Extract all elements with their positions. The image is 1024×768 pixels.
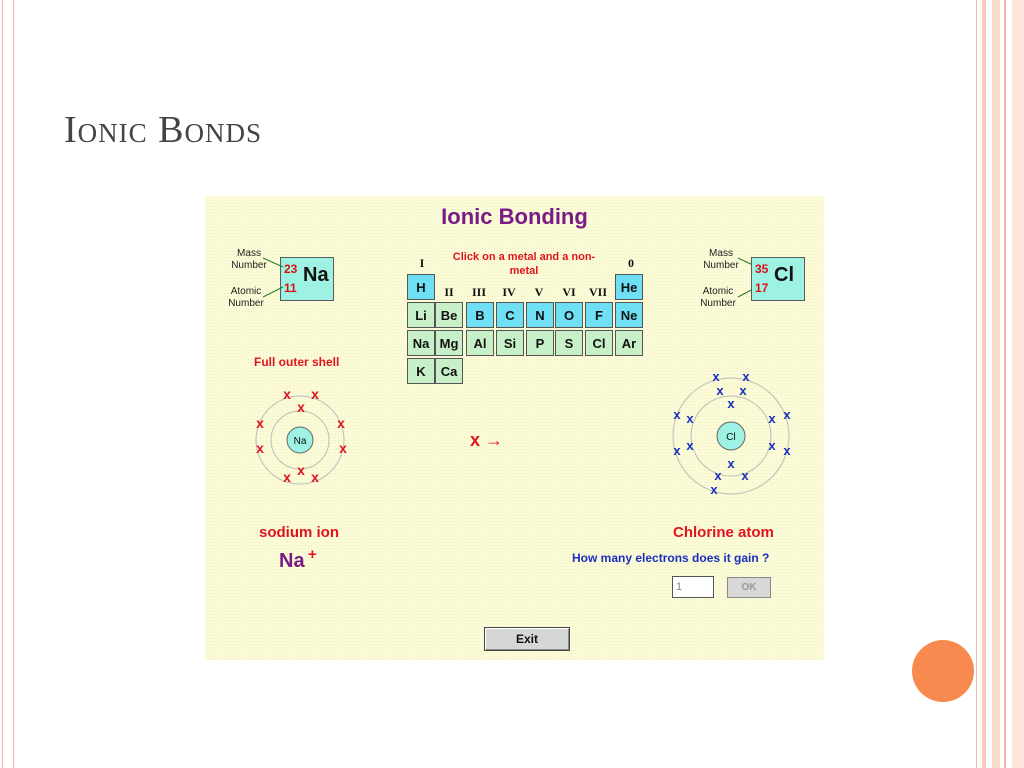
atomic-number-label-right: Atomic Number: [700, 286, 736, 309]
slide-right-border: [976, 0, 1024, 768]
electron-mark: x: [686, 411, 694, 426]
electron-gain-question: How many electrons does it gain ?: [572, 551, 770, 565]
ok-button[interactable]: OK: [727, 577, 771, 598]
slide-title: Ionic Bonds: [64, 109, 263, 151]
element-cell-ne[interactable]: Ne: [615, 302, 643, 328]
electron-mark: x: [727, 456, 735, 471]
ionic-bonding-app: Ionic Bonding Mass Number Atomic Number …: [205, 196, 824, 660]
sodium-ion-caption: sodium ion: [259, 524, 339, 541]
electron-mark: x: [297, 462, 305, 478]
element-cell-na[interactable]: Na: [407, 330, 435, 356]
mass-number: 23: [284, 262, 298, 276]
element-cell-cl[interactable]: Cl: [585, 330, 613, 356]
electron-mark: x: [739, 383, 747, 398]
group-label: III: [471, 285, 486, 299]
element-card-na: 23 11 Na: [280, 257, 334, 301]
slide-decoration-circle: [912, 640, 974, 702]
electron-mark: x: [283, 386, 291, 402]
mass-number-label-right: Mass Number: [703, 248, 739, 271]
group-label: 0: [628, 256, 634, 270]
electron-mark: x: [339, 440, 347, 456]
element-cell-al[interactable]: Al: [466, 330, 494, 356]
element-symbol: Na: [303, 264, 329, 286]
electron-mark: x: [311, 386, 319, 402]
mass-number: 35: [755, 262, 769, 276]
element-cell-li[interactable]: Li: [407, 302, 435, 328]
slide-left-border: [0, 0, 18, 768]
chlorine-atom-caption: Chlorine atom: [673, 524, 774, 541]
electron-mark: x: [311, 469, 319, 485]
electron-mark: x: [673, 443, 681, 458]
mass-number-label-left: Mass Number: [231, 248, 267, 271]
answer-input[interactable]: [672, 576, 714, 598]
element-symbol: Cl: [774, 264, 794, 286]
electron-mark: x: [686, 438, 694, 453]
electron-mark: x: [256, 415, 264, 431]
element-cell-mg[interactable]: Mg: [435, 330, 463, 356]
element-card-cl: 35 17 Cl: [751, 257, 805, 301]
ion-charge: +: [308, 546, 317, 563]
group-label: I: [419, 256, 425, 270]
electron-mark: x: [337, 415, 345, 431]
element-cell-ca[interactable]: Ca: [435, 358, 463, 384]
element-cell-o[interactable]: O: [555, 302, 583, 328]
element-cell-si[interactable]: Si: [496, 330, 524, 356]
electron-mark: x: [783, 407, 791, 422]
group-label: V: [534, 285, 544, 299]
electron-transfer-arrow: x →: [470, 430, 504, 450]
element-cell-he[interactable]: He: [615, 274, 643, 300]
group-label: IV: [502, 285, 516, 299]
element-cell-b[interactable]: B: [466, 302, 494, 328]
element-cell-c[interactable]: C: [496, 302, 524, 328]
group-label: VI: [562, 285, 576, 299]
instruction-text: Click on a metal and a non-metal: [452, 251, 596, 277]
electron-mark: x: [716, 383, 724, 398]
element-cell-p[interactable]: P: [526, 330, 554, 356]
element-cell-n[interactable]: N: [526, 302, 554, 328]
group-label: II: [444, 285, 454, 299]
element-cell-f[interactable]: F: [585, 302, 613, 328]
electron-mark: x: [714, 468, 722, 483]
full-outer-shell-label: Full outer shell: [254, 355, 340, 369]
atomic-number-label-left: Atomic Number: [228, 286, 264, 309]
electron-mark: x: [768, 438, 776, 453]
electron-mark: x: [712, 369, 720, 384]
electron-mark: x: [710, 482, 718, 497]
element-cell-h[interactable]: H: [407, 274, 435, 300]
electron-mark: x: [741, 468, 749, 483]
element-cell-s[interactable]: S: [555, 330, 583, 356]
electron-mark: x: [783, 443, 791, 458]
electron-mark: x: [727, 396, 735, 411]
group-label: VII: [588, 285, 607, 299]
app-title: Ionic Bonding: [441, 204, 588, 229]
atomic-number: 11: [284, 281, 297, 295]
exit-button[interactable]: Exit: [484, 627, 570, 651]
electron-mark: x: [297, 399, 305, 415]
atomic-number: 17: [755, 281, 769, 295]
chlorine-nucleus-label: Cl: [726, 432, 735, 443]
element-cell-be[interactable]: Be: [435, 302, 463, 328]
electron-mark: x: [768, 411, 776, 426]
electron-mark: x: [742, 369, 750, 384]
element-cell-k[interactable]: K: [407, 358, 435, 384]
electron-mark: x: [256, 440, 264, 456]
electron-mark: x: [673, 407, 681, 422]
element-cell-ar[interactable]: Ar: [615, 330, 643, 356]
electron-mark: x: [283, 469, 291, 485]
sodium-nucleus-label: Na: [294, 436, 307, 447]
sodium-ion-symbol: Na: [279, 550, 305, 572]
